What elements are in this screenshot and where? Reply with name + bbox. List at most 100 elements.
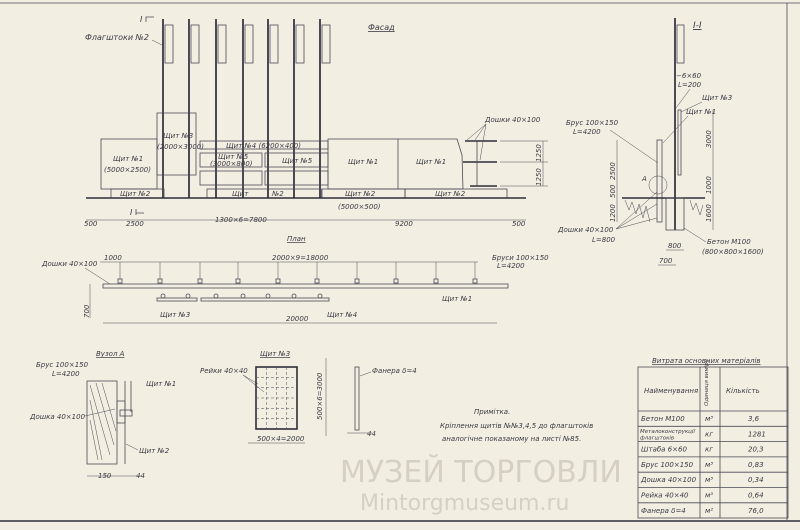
flag — [269, 24, 279, 64]
dim-500-section: 500 — [609, 184, 617, 198]
plan-post — [157, 278, 163, 284]
plan-flagpole — [265, 293, 271, 299]
soil-hatch — [624, 199, 704, 223]
rails-grid — [256, 367, 297, 429]
cell-unit: м³ — [705, 476, 713, 484]
plan-beams-length: L=4200 — [497, 262, 525, 270]
note-line-2: аналогічне показаному на листі №85. — [442, 435, 581, 443]
shield-1-left-label: Щит №1 — [113, 155, 143, 163]
leader — [675, 88, 691, 109]
plan-shield-1: Щит №1 — [442, 295, 472, 303]
section-mark-bottom: I — [130, 208, 133, 217]
node-a-shield-1: Щит №1 — [146, 380, 176, 388]
node-a-dim-150: 150 — [98, 472, 112, 480]
cell-quantity: 1281 — [748, 430, 766, 438]
shield-2-b — [206, 188, 322, 199]
header-unit: Одиниця виміру — [704, 358, 710, 406]
shield-2-b-number: №2 — [271, 190, 284, 198]
shield-3-detail-title: Щит №3 — [260, 350, 290, 358]
section-shield-3: Щит №3 — [702, 94, 732, 102]
section-boards: Дошки 40×100 — [557, 226, 614, 234]
node-a-detail: Вузол А Брус 100×150 L=4200 Щит №1 Дошка… — [29, 350, 176, 480]
wood-grain — [89, 382, 117, 461]
plan-post — [393, 278, 399, 284]
dim-2000-shield3: 500×4=2000 — [257, 435, 305, 443]
cell-unit: м³ — [705, 492, 713, 500]
materials-title: Витрата основних матеріалів — [652, 357, 761, 365]
dim-1200-section: 1200 — [609, 204, 617, 222]
plan-post — [472, 278, 478, 284]
plan-posts — [117, 262, 478, 299]
section-boards-length: L=800 — [592, 236, 616, 244]
shield-1-middle-label: Щит №1 — [348, 158, 378, 166]
plan-shield-3: Щит №3 — [160, 311, 190, 319]
section-mark-top: I — [140, 15, 143, 24]
shield-2-a-label: Щит №2 — [120, 190, 151, 198]
plan-post — [314, 278, 320, 284]
cell-name: Бетон М100 — [641, 415, 685, 423]
shield-2-d-label: Щит №2 — [435, 190, 466, 198]
node-a-beam: Брус 100×150 — [36, 361, 89, 369]
plan-post — [275, 278, 281, 284]
dim-1600-section: 1600 — [705, 204, 713, 222]
shield-3-size: (2000×3000) — [157, 143, 204, 151]
plywood-section — [354, 366, 360, 431]
leader — [662, 115, 689, 144]
shield-5-right-lower — [264, 170, 329, 186]
dim-800-section: 800 — [668, 242, 682, 250]
node-a-shield-2: Щит №2 — [139, 447, 170, 455]
dim-3000-section: 3000 — [705, 130, 713, 148]
plan-flagpole — [213, 293, 219, 299]
plan-post — [235, 278, 241, 284]
beam-section — [656, 139, 663, 223]
dim-9200: 9200 — [395, 220, 413, 228]
materials-table: Витрата основних матеріалів Найменування… — [637, 357, 789, 519]
dim-44-plywood: 44 — [367, 430, 376, 438]
shield-3-detail: Щит №3 Рейки 40×40 500×6=3000 500×4=2000… — [200, 350, 417, 444]
cell-quantity: 76,0 — [748, 507, 764, 515]
plan-flagpole — [160, 293, 166, 299]
flag — [190, 24, 200, 64]
plan-shield-1-bar — [102, 283, 509, 289]
cell-quantity: 0,83 — [748, 461, 764, 469]
node-a-board: Дошка 40×100 — [29, 413, 86, 421]
shield-3-section — [677, 109, 682, 176]
plan-post — [433, 278, 439, 284]
leader — [84, 408, 116, 417]
shield-1-left — [100, 138, 158, 190]
shield-5-left-label: Щит №5 — [218, 153, 249, 161]
cell-quantity: 0,64 — [748, 492, 764, 500]
cell-quantity: 0,34 — [748, 476, 764, 484]
leader — [242, 374, 265, 393]
shield-5-left-size: (3000×800) — [210, 160, 253, 168]
node-a-title: Вузол А — [96, 350, 125, 358]
plan-post — [354, 278, 360, 284]
dim-2500-section: 2500 — [609, 162, 617, 180]
node-a-dim-44: 44 — [136, 472, 145, 480]
strip-label: −6×60 — [676, 72, 702, 80]
shield-3 — [156, 112, 197, 176]
header-name: Найменування — [644, 387, 698, 395]
leader — [151, 39, 163, 46]
node-a-circle — [648, 175, 668, 195]
leader — [466, 123, 487, 161]
flagpoles-label: Флагштоки №2 — [85, 33, 149, 42]
plan-beams: Бруси 100×150 — [492, 254, 549, 262]
dim-1000-section: 1000 — [705, 176, 713, 194]
plan-shield-3-bar — [156, 297, 198, 302]
flag — [217, 24, 227, 64]
node-a-label: А — [641, 175, 647, 183]
node-a-beam-length: L=4200 — [52, 370, 80, 378]
flagpoles — [162, 19, 331, 198]
dim-2500: 2500 — [126, 220, 144, 228]
cell-quantity: 3,6 — [748, 415, 760, 423]
rails-label: Рейки 40×40 — [200, 367, 248, 375]
dim-height-2: 1250 — [535, 168, 543, 186]
cell-name: Рейка 40×40 — [641, 492, 689, 500]
plan-boards: Дошки 40×100 — [41, 260, 98, 268]
cell-name: Дошка 40×100 — [640, 476, 697, 484]
dim-700-section: 700 — [659, 257, 673, 265]
